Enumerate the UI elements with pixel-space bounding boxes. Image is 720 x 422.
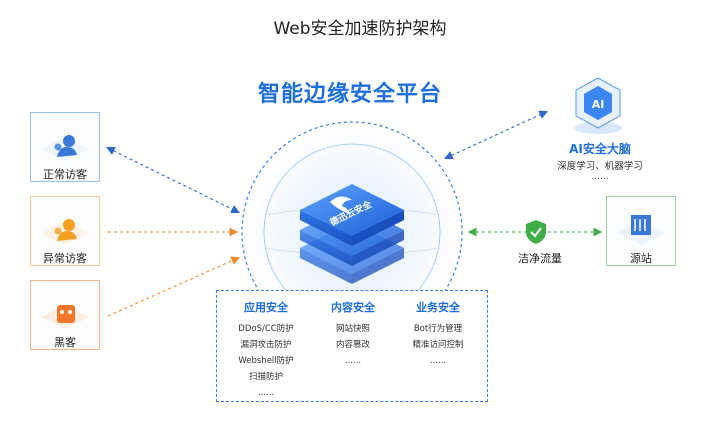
service-item: Webshell防护 [238, 356, 294, 366]
service-heading: 应用安全 [244, 301, 288, 314]
ai-brain-icon: AI [574, 77, 622, 134]
server-icon [617, 215, 665, 245]
service-item: 内容篡改 [335, 340, 370, 350]
user-icon [41, 135, 89, 161]
ai-title: AI安全大脑 [569, 142, 631, 156]
arrow-ai-brain [444, 110, 548, 160]
user-icon [41, 219, 89, 245]
node-origin [606, 196, 676, 266]
service-item: 漏洞攻击防护 [240, 340, 292, 350]
service-heading: 内容安全 [331, 301, 375, 314]
hacker-icon [41, 305, 89, 329]
service-column-business: 业务安全 Bot行为管理 精准访问控制 ...... [393, 299, 483, 369]
ai-subtitle: 深度学习、机器学习 [557, 161, 643, 172]
ai-badge-text: AI [592, 98, 605, 111]
service-item: 网站快照 [335, 324, 370, 334]
service-item: ...... [344, 356, 362, 366]
service-item: ...... [257, 388, 275, 398]
service-column-content: 内容安全 网站快照 内容篡改 ...... [308, 299, 398, 369]
diagram-title: Web安全加速防护架构 [273, 19, 447, 39]
platform-stack-icon [300, 184, 404, 284]
platform-logo-icon [330, 196, 352, 214]
platform-title: 智能边缘安全平台 [257, 82, 442, 107]
outer-dashed-ring [241, 121, 463, 343]
service-item: 精准访问控制 [412, 340, 464, 350]
node-hacker [30, 280, 100, 350]
node-abnormal-visitor [30, 196, 100, 266]
label-clean-traffic: 洁净流量 [518, 252, 562, 265]
security-services-box: 应用安全 DDoS/CC防护 漏洞攻击防护 Webshell防护 扫描防护 ..… [216, 290, 488, 402]
label-hacker: 黑客 [54, 336, 76, 349]
service-item: ...... [429, 356, 447, 366]
service-item: Bot行为管理 [413, 324, 463, 334]
node-normal-visitor [30, 112, 100, 182]
service-heading: 业务安全 [416, 301, 460, 314]
service-item: 扫描防护 [248, 372, 283, 382]
label-normal-visitor: 正常访客 [43, 168, 87, 181]
label-abnormal-visitor: 异常访客 [43, 252, 87, 265]
service-column-app: 应用安全 DDoS/CC防护 漏洞攻击防护 Webshell防护 扫描防护 ..… [221, 299, 311, 401]
service-item: DDoS/CC防护 [238, 324, 294, 334]
arrow-normal-visitor [106, 146, 240, 214]
ai-ellipsis: ...... [591, 172, 609, 182]
shield-check-icon [526, 220, 546, 244]
label-origin: 源站 [630, 252, 652, 265]
